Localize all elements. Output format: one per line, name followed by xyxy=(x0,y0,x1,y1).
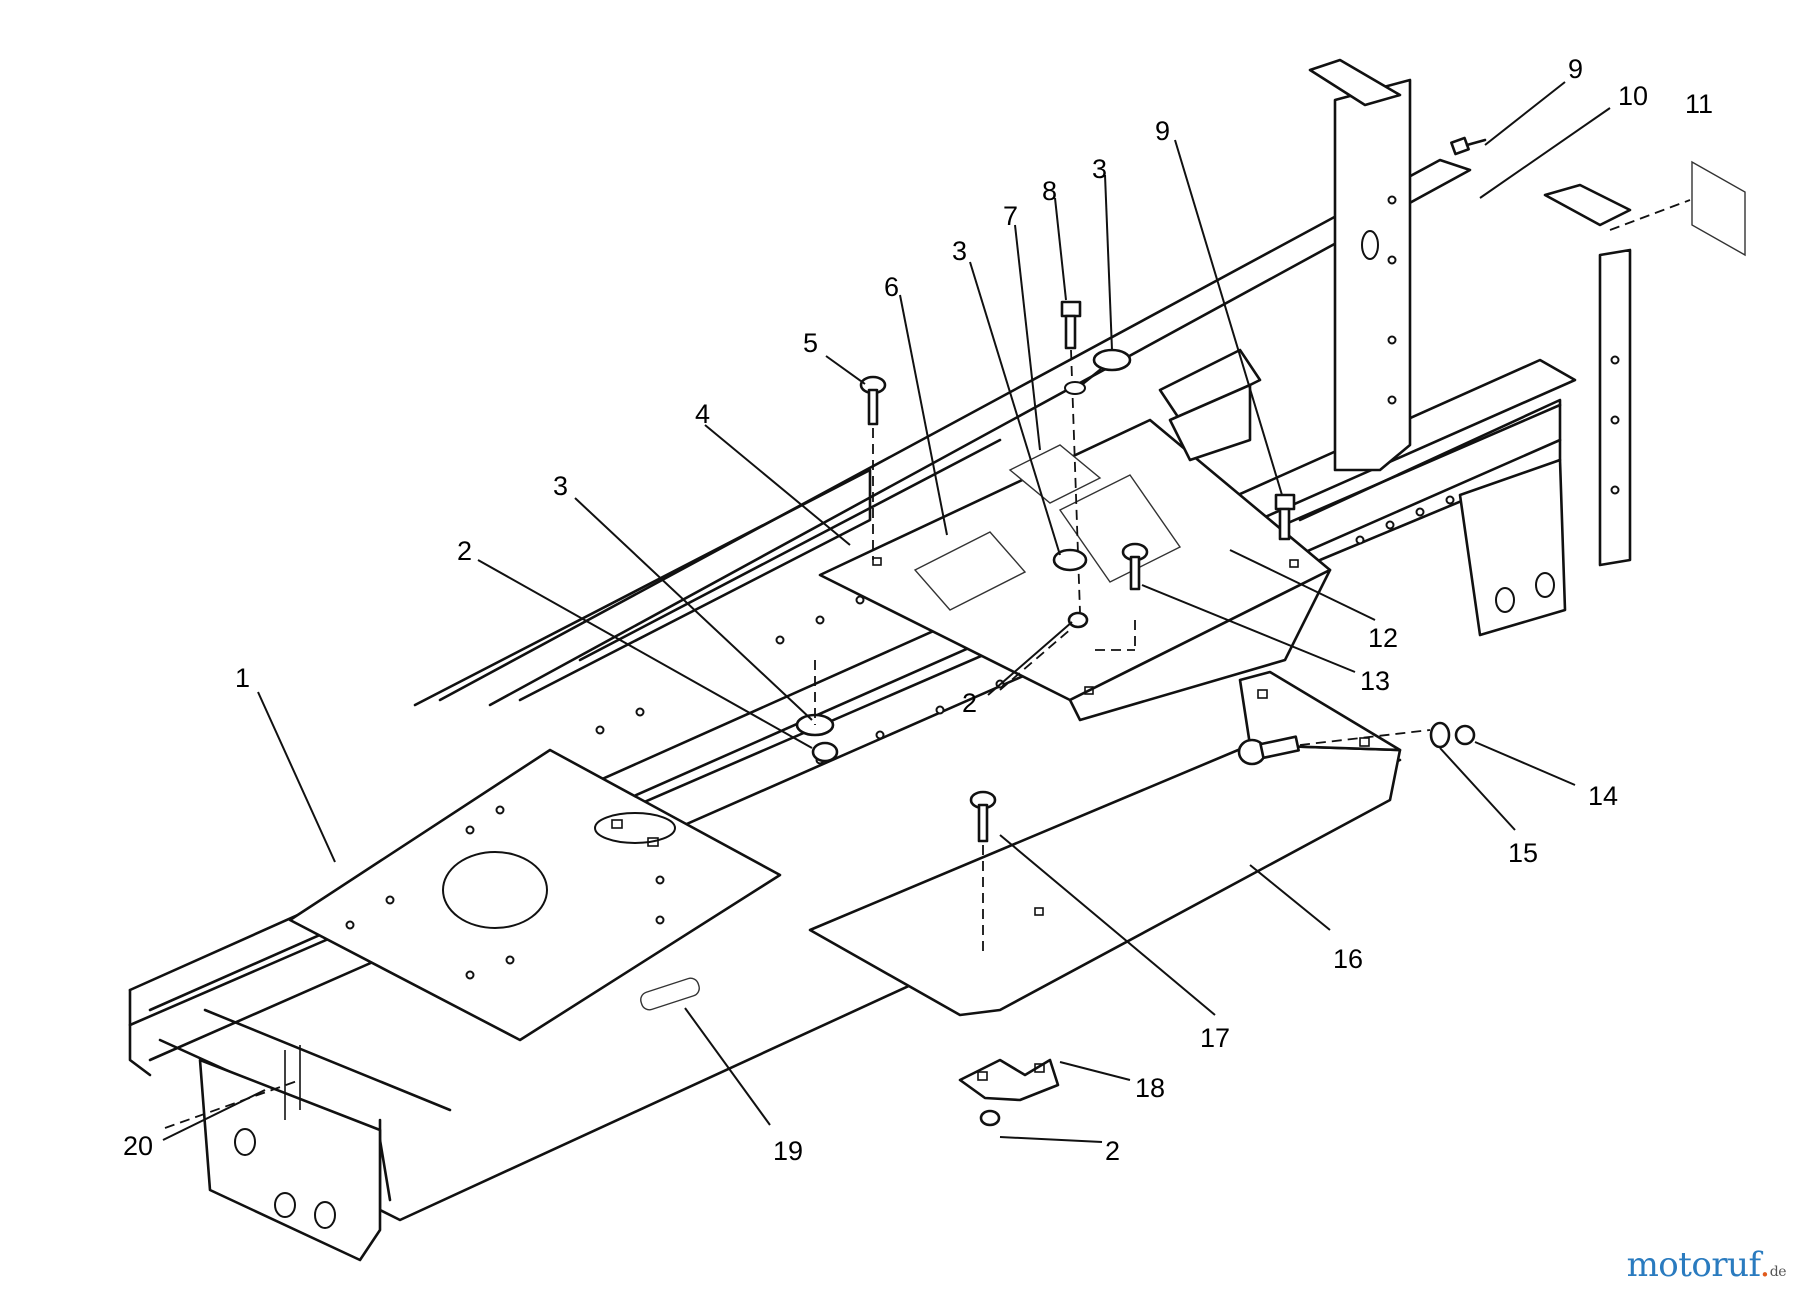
callout-10: 10 xyxy=(1618,81,1648,111)
callout-20: 20 xyxy=(123,1131,153,1161)
callout-8: 8 xyxy=(1042,176,1057,206)
callout-labels: 1 2 2 2 3 3 3 4 5 6 7 8 9 9 10 11 12 13 … xyxy=(123,54,1713,1166)
callout-13: 13 xyxy=(1360,666,1390,696)
callout-9: 9 xyxy=(1568,54,1583,84)
decal-12 xyxy=(1058,474,1182,583)
callout-5: 5 xyxy=(803,328,818,358)
watermark-dot: . xyxy=(1759,1245,1770,1285)
callout-17: 17 xyxy=(1200,1023,1230,1053)
callout-14: 14 xyxy=(1588,781,1618,811)
engine-mount-plate xyxy=(288,748,782,1042)
callout-3: 3 xyxy=(952,236,967,266)
callout-18: 18 xyxy=(1135,1073,1165,1103)
watermark-brand: motoruf xyxy=(1626,1245,1760,1285)
watermark-tld: de xyxy=(1769,1264,1787,1280)
decal-7 xyxy=(1008,444,1102,504)
callout-2: 2 xyxy=(962,688,977,718)
callout-7: 7 xyxy=(1003,201,1018,231)
rear-hitch-bracket xyxy=(1158,348,1567,637)
decal-19 xyxy=(640,977,700,1011)
fasteners xyxy=(795,136,1487,1127)
callout-2: 2 xyxy=(457,536,472,566)
decal-6 xyxy=(913,531,1027,611)
callout-2: 2 xyxy=(1105,1136,1120,1166)
callout-6: 6 xyxy=(884,272,899,302)
callout-15: 15 xyxy=(1508,838,1538,868)
callout-4: 4 xyxy=(695,399,710,429)
rear-upright-right xyxy=(1543,183,1632,567)
callout-16: 16 xyxy=(1333,944,1363,974)
footrest-panel xyxy=(808,670,1402,1017)
callout-9: 9 xyxy=(1155,116,1170,146)
watermark-logo: motoruf.de xyxy=(1626,1245,1787,1285)
callout-3: 3 xyxy=(553,471,568,501)
callout-11: 11 xyxy=(1685,89,1713,119)
callout-19: 19 xyxy=(773,1136,803,1166)
clamp-18 xyxy=(958,1058,1060,1102)
rear-upright-left xyxy=(1308,58,1412,472)
front-bumper-bracket xyxy=(164,1045,382,1262)
callout-1: 1 xyxy=(235,663,250,693)
callout-3: 3 xyxy=(1092,154,1107,184)
leader-lines xyxy=(162,81,1611,1143)
shield-11 xyxy=(1609,160,1746,257)
callout-12: 12 xyxy=(1368,623,1398,653)
